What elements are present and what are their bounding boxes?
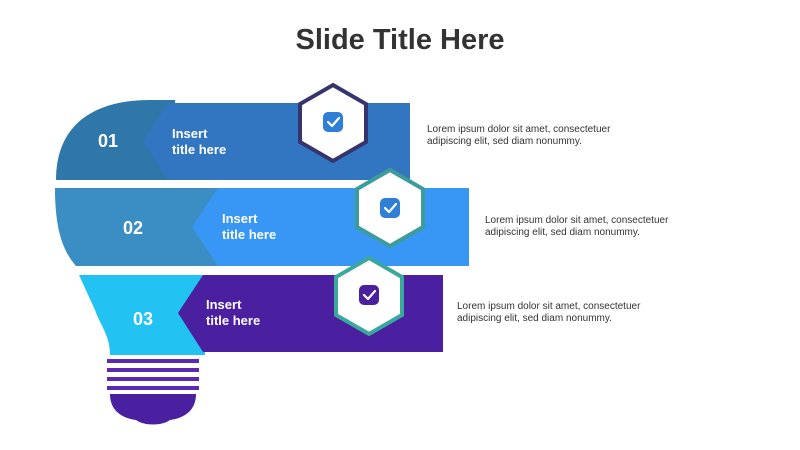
step-number-2: 02 — [123, 218, 143, 238]
hexagon-badge-1 — [298, 82, 368, 164]
slide-title: Slide Title Here — [295, 24, 505, 56]
step-number-3: 03 — [133, 309, 153, 329]
step-title-3-line1: Insert — [206, 297, 242, 312]
step-description-3-line2: adipiscing elit, sed diam nonummy. — [457, 313, 612, 324]
step-description-3-line1: Lorem ipsum dolor sit amet, consectetuer — [457, 301, 641, 312]
step-title-2-line2: title here — [222, 227, 276, 242]
step-description-2: Lorem ipsum dolor sit amet, consectetuer… — [485, 215, 715, 239]
step-description-3: Lorem ipsum dolor sit amet, consectetuer… — [457, 301, 687, 325]
hexagon-badge-3 — [334, 255, 404, 337]
step-description-1: Lorem ipsum dolor sit amet, consectetuer… — [427, 124, 657, 148]
step-description-1-line1: Lorem ipsum dolor sit amet, consectetuer — [427, 124, 611, 135]
checkmark-icon — [359, 285, 379, 305]
checkmark-icon — [380, 198, 400, 218]
bulb-base — [107, 359, 199, 425]
step-description-2-line1: Lorem ipsum dolor sit amet, consectetuer — [485, 215, 669, 226]
step-title-1-line2: title here — [172, 142, 226, 157]
bulb-segment-3 — [79, 275, 205, 355]
step-number-1: 01 — [98, 131, 118, 151]
step-title-1-line1: Insert — [172, 126, 208, 141]
step-description-1-line2: adipiscing elit, sed diam nonummy. — [427, 136, 582, 147]
step-title-2-line1: Insert — [222, 211, 258, 226]
checkmark-icon — [323, 112, 343, 132]
bulb-segment-2 — [55, 188, 220, 266]
step-title-3-line2: title here — [206, 313, 260, 328]
hexagon-badge-2 — [355, 167, 425, 249]
step-description-2-line2: adipiscing elit, sed diam nonummy. — [485, 227, 640, 238]
bulb-segment-1 — [56, 100, 175, 180]
